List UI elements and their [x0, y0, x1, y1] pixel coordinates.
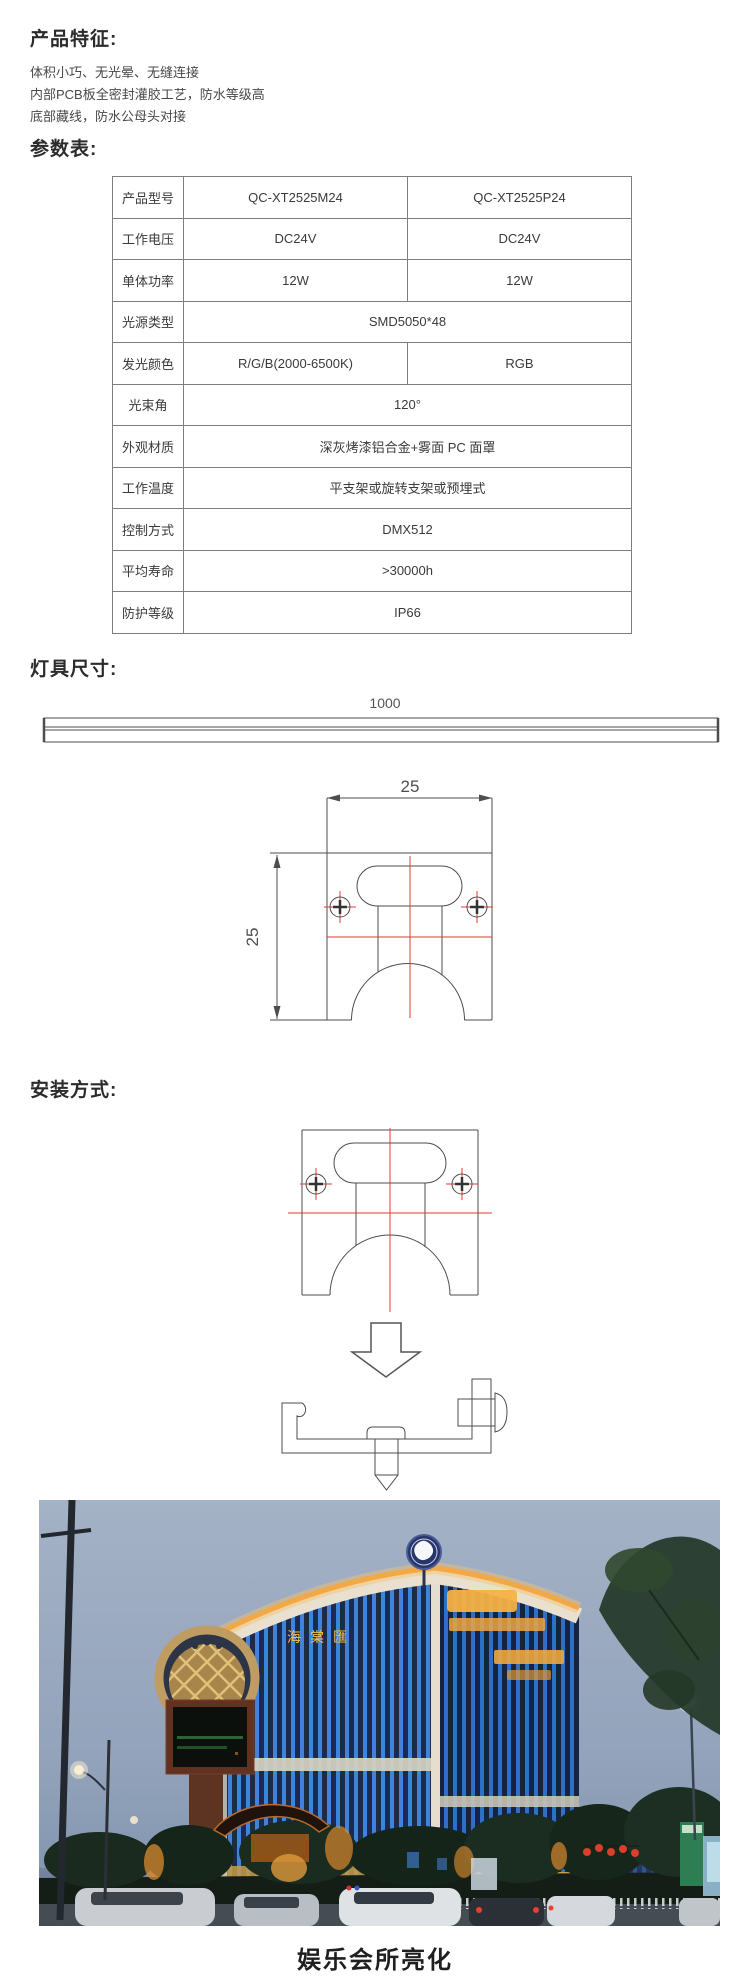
building-logo	[406, 1534, 442, 1588]
car	[469, 1898, 544, 1926]
red-lanterns	[583, 1844, 639, 1857]
param-label: 光源类型	[112, 300, 184, 343]
param-value: DC24V	[183, 217, 408, 260]
table-row: 平均寿命 >30000h	[112, 549, 632, 592]
param-value: 深灰烤漆铝合金+雾面 PC 面罩	[183, 425, 632, 468]
photo-caption: 娱乐会所亮化	[297, 1947, 453, 1974]
param-label: 工作电压	[112, 217, 184, 260]
params-table: 产品型号 QC-XT2525M24 QC-XT2525P24 工作电压 DC24…	[112, 176, 632, 634]
feature-line: 底部藏线，防水公母头对接	[30, 109, 187, 124]
height-dim-label: 25	[243, 928, 262, 947]
side-bolt-body	[457, 1398, 496, 1427]
param-label: 控制方式	[112, 508, 184, 551]
bracket-channel	[281, 1378, 492, 1454]
table-row: 光束角 120°	[112, 383, 632, 426]
bar-profile-drawing: 1000	[42, 695, 720, 743]
param-label: 产品型号	[112, 176, 184, 219]
param-value: QC-XT2525M24	[183, 176, 408, 219]
param-label: 平均寿命	[112, 549, 184, 592]
param-value: DC24V	[407, 217, 632, 260]
bracket-drawing	[281, 1378, 508, 1491]
car	[339, 1885, 461, 1926]
side-bolt-head	[494, 1392, 508, 1433]
installation-section-drawing	[288, 1128, 492, 1312]
screw-symbol	[300, 1168, 332, 1200]
param-label: 发光颜色	[112, 342, 184, 385]
car	[75, 1888, 215, 1926]
project-photo: 海棠匯	[39, 1500, 720, 1926]
screw-tip	[374, 1474, 399, 1491]
bar-length-label: 1000	[369, 695, 400, 711]
param-label: 单体功率	[112, 259, 184, 302]
param-value: 12W	[407, 259, 632, 302]
installation-title: 安装方式:	[30, 1080, 118, 1101]
feature-line: 内部PCB板全密封灌胶工艺，防水等级高	[30, 87, 265, 102]
param-value: RGB	[407, 342, 632, 385]
foreground-tree	[599, 1536, 720, 1735]
mount-arch	[351, 963, 465, 1021]
table-row: 单体功率 12W 12W	[112, 259, 632, 302]
table-row: 光源类型 SMD5050*48	[112, 300, 632, 343]
corner-column	[431, 1570, 440, 1888]
down-arrow-icon	[349, 1322, 423, 1378]
car	[679, 1898, 720, 1926]
table-row: 控制方式 DMX512	[112, 508, 632, 551]
table-row: 产品型号 QC-XT2525M24 QC-XT2525P24	[112, 176, 632, 219]
features-title: 产品特征:	[30, 29, 118, 50]
table-row: 发光颜色 R/G/B(2000-6500K) RGB	[112, 342, 632, 385]
screw-head	[366, 1426, 406, 1440]
parapet-sign-text: 海棠匯	[287, 1629, 356, 1645]
led-screen-tower	[154, 1625, 260, 1838]
features-list: 体积小巧、无光晕、无缝连接 内部PCB板全密封灌胶工艺，防水等级高 底部藏线，防…	[30, 62, 265, 128]
param-value: SMD5050*48	[183, 300, 632, 343]
table-row: 防护等级 IP66	[112, 591, 632, 634]
param-value: R/G/B(2000-6500K)	[183, 342, 408, 385]
table-row: 工作电压 DC24V DC24V	[112, 217, 632, 260]
dimensions-title: 灯具尺寸:	[30, 659, 118, 680]
screw-symbol	[324, 891, 356, 923]
param-value: >30000h	[183, 549, 632, 592]
param-label: 光束角	[112, 383, 184, 426]
param-label: 工作温度	[112, 466, 184, 509]
param-value: IP66	[183, 591, 632, 634]
car	[234, 1894, 319, 1926]
param-value: DMX512	[183, 508, 632, 551]
screw-symbol	[461, 891, 493, 923]
car	[547, 1896, 615, 1926]
param-value: 12W	[183, 259, 408, 302]
table-row: 外观材质 深灰烤漆铝合金+雾面 PC 面罩	[112, 425, 632, 468]
pavilion-roof	[212, 1804, 331, 1837]
param-value: QC-XT2525P24	[407, 176, 632, 219]
screw-shaft	[374, 1438, 399, 1476]
params-title: 参数表:	[30, 139, 98, 160]
param-value: 平支架或旋转支架或预埋式	[183, 466, 632, 509]
white-lightbox	[471, 1858, 497, 1890]
utility-pole	[56, 1500, 76, 1921]
param-value: 120°	[183, 383, 632, 426]
screw-symbol	[446, 1168, 478, 1200]
cross-section-drawing: 25 25	[243, 777, 493, 1021]
road	[39, 1885, 720, 1926]
table-row: 工作温度 平支架或旋转支架或预埋式	[112, 466, 632, 509]
param-label: 防护等级	[112, 591, 184, 634]
param-label: 外观材质	[112, 425, 184, 468]
width-dim-label: 25	[401, 777, 420, 796]
roof-sign-glow	[447, 1590, 517, 1612]
feature-line: 体积小巧、无光晕、无缝连接	[30, 65, 200, 80]
